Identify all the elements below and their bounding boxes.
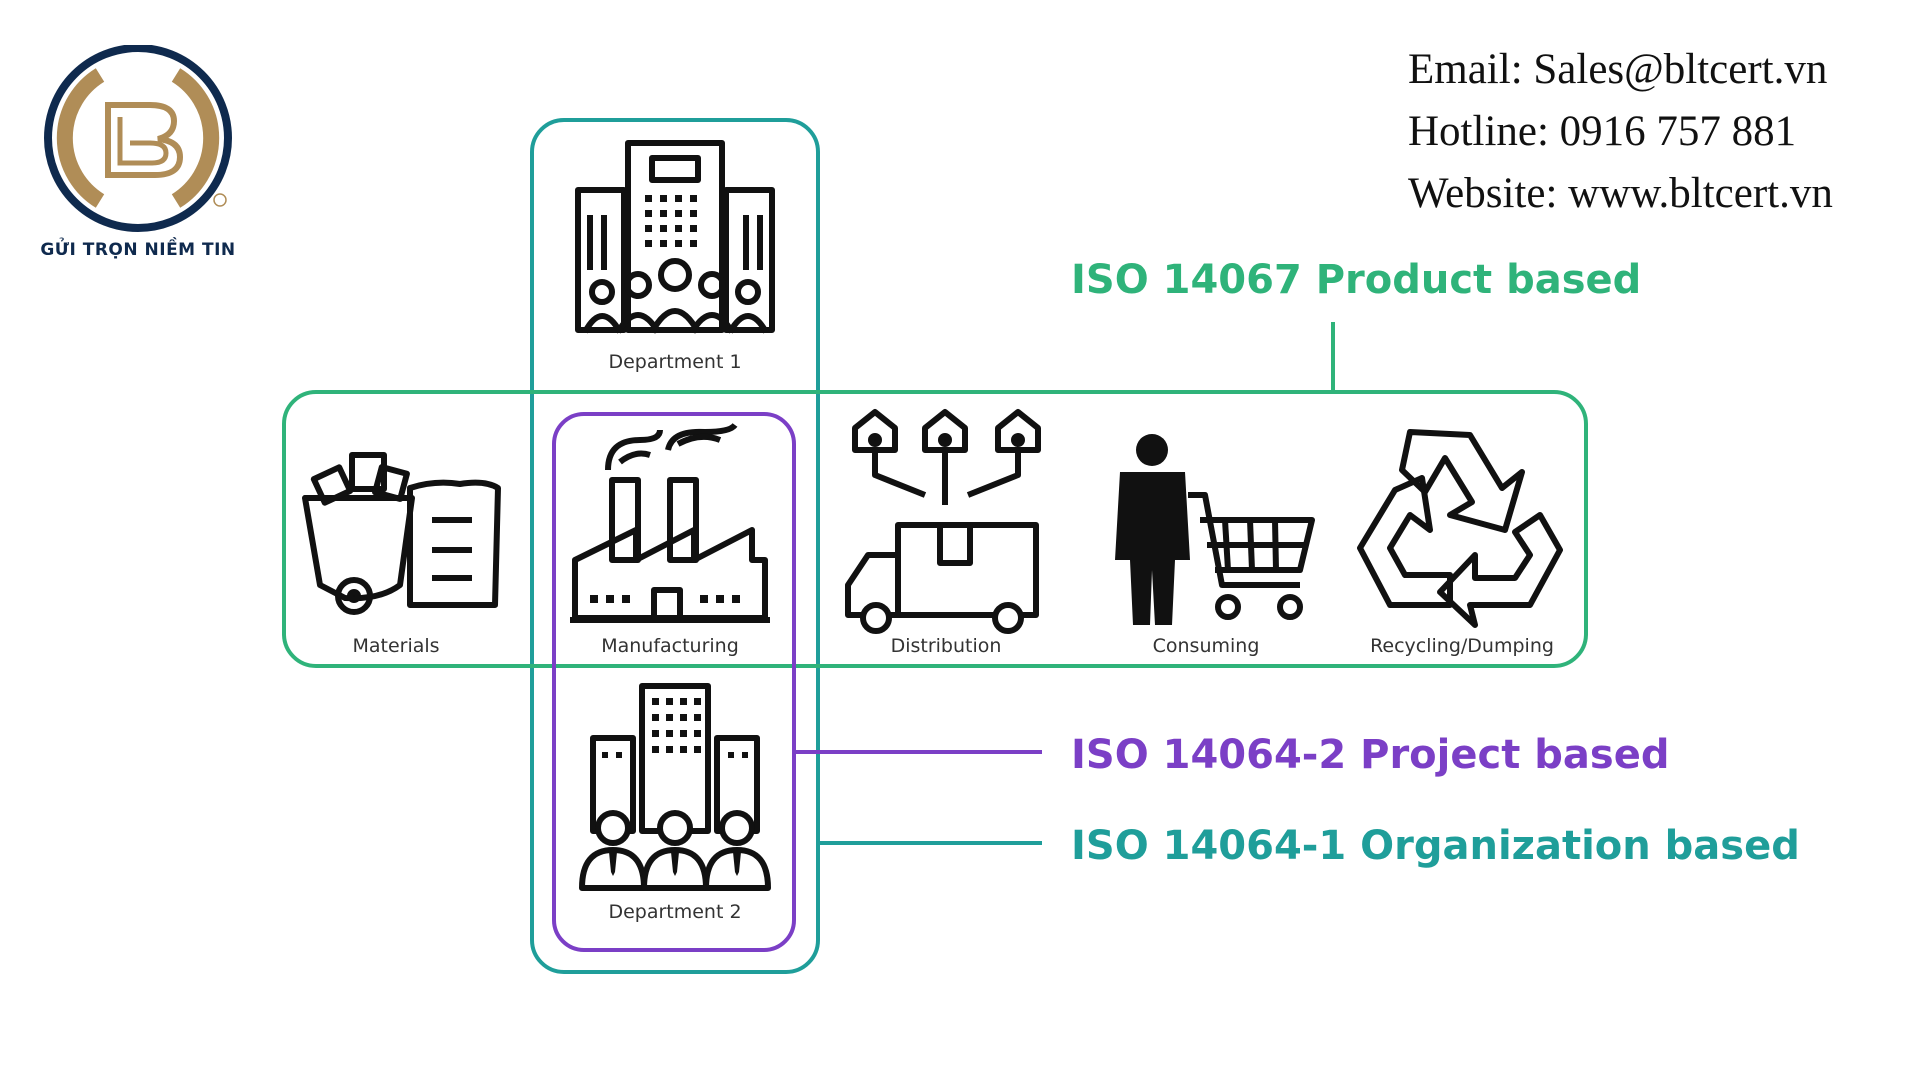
office-people-icon bbox=[575, 140, 775, 334]
office-staff-icon bbox=[579, 683, 771, 891]
brand-slogan: GỬI TRỌN NIỀM TIN bbox=[40, 240, 236, 260]
project-boundary bbox=[552, 412, 796, 952]
contact-website: Website: www.bltcert.vn bbox=[1408, 170, 1833, 217]
iso-14067-label: ISO 14067 Product based bbox=[1071, 257, 1642, 303]
distribution-label: Distribution bbox=[891, 635, 1002, 657]
logo-emblem-icon bbox=[44, 44, 232, 232]
iso-14064-2-label: ISO 14064-2 Project based bbox=[1071, 732, 1670, 778]
recycling-label: Recycling/Dumping bbox=[1370, 635, 1554, 657]
contact-hotline: Hotline: 0916 757 881 bbox=[1408, 108, 1797, 155]
factory-icon bbox=[570, 422, 770, 623]
manufacturing-label: Manufacturing bbox=[601, 635, 739, 657]
materials-cart-icon bbox=[302, 452, 501, 615]
recycle-icon bbox=[1357, 429, 1563, 628]
iso-14064-1-label: ISO 14064-1 Organization based bbox=[1071, 823, 1800, 869]
department-2-label: Department 2 bbox=[608, 901, 741, 923]
materials-label: Materials bbox=[352, 635, 439, 657]
consuming-label: Consuming bbox=[1153, 635, 1260, 657]
brand-logo bbox=[40, 44, 240, 245]
product-boundary bbox=[282, 390, 1588, 668]
organization-boundary bbox=[530, 118, 820, 974]
department-1-label: Department 1 bbox=[608, 351, 741, 373]
delivery-truck-icon bbox=[845, 409, 1041, 634]
shopper-cart-icon bbox=[1115, 434, 1315, 625]
contact-email: Email: Sales@bltcert.vn bbox=[1408, 46, 1828, 93]
